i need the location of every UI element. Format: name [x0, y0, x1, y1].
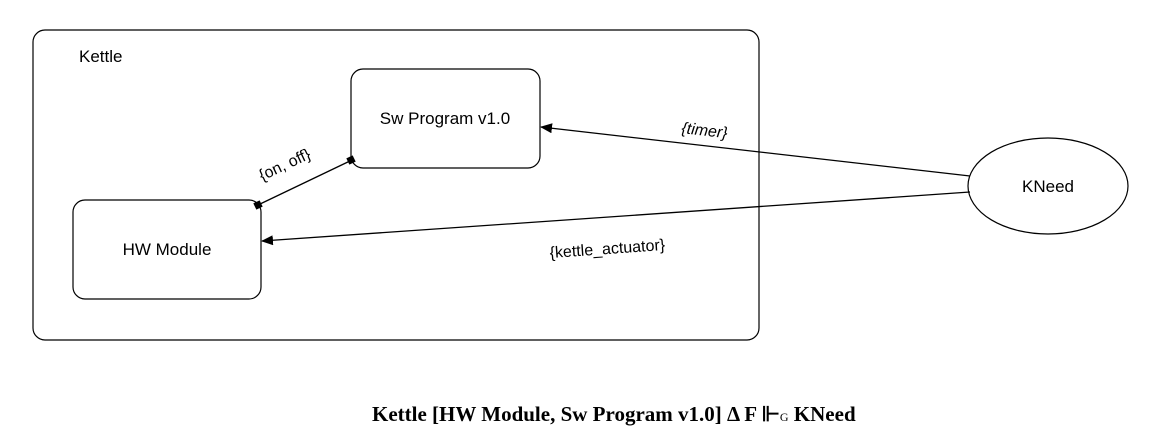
formula-need: KNeed — [793, 402, 856, 426]
kettle-container-label: Kettle — [79, 47, 122, 66]
formula-operator: Δ F — [727, 402, 757, 426]
on-off-end-marker-hw — [253, 200, 263, 210]
hw-module-node — [72, 199, 262, 300]
on-off-connector — [257, 159, 353, 206]
formula-turnstile-symbol: ⊩ — [761, 402, 780, 426]
formula-turnstile-subscript: G — [779, 410, 789, 424]
formula-system: Kettle — [372, 402, 427, 426]
formula-turnstile: ⊩G — [762, 402, 789, 426]
kettle-actuator-edge-label: {kettle_actuator} — [549, 237, 666, 262]
sw-program-node — [350, 68, 541, 169]
kneed-node — [967, 137, 1129, 235]
hw-module-label: HW Module — [123, 240, 212, 259]
on-off-edge-label: {on, off} — [257, 146, 315, 185]
on-off-end-marker-sw — [346, 155, 356, 165]
formula-caption: Kettle [HW Module, Sw Program v1.0] Δ F … — [372, 402, 856, 427]
formula-components: [HW Module, Sw Program v1.0] — [432, 402, 722, 426]
kneed-label: KNeed — [1022, 177, 1074, 196]
sw-program-label: Sw Program v1.0 — [380, 109, 510, 128]
kettle-container — [32, 29, 760, 341]
kettle-actuator-arrow — [261, 191, 971, 246]
timer-arrow — [540, 123, 971, 177]
timer-edge-label: {timer} — [681, 120, 730, 142]
